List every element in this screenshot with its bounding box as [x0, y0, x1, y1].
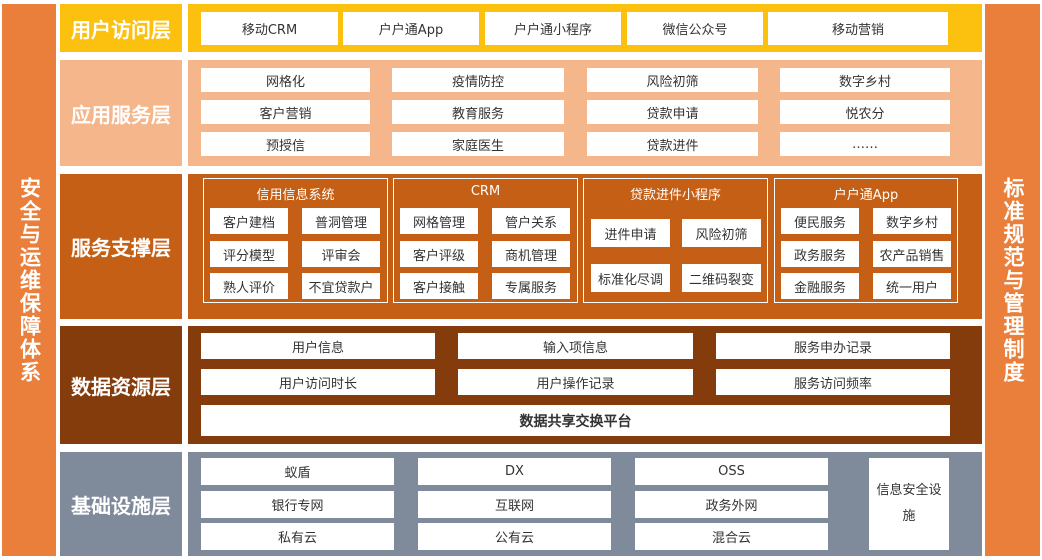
ss-g1-item-1: 管户关系	[492, 208, 570, 234]
service-support-layer-label: 服务支撑层	[60, 174, 182, 319]
ss-g3-item-2: 政务服务	[781, 241, 859, 267]
as-item-11: ……	[780, 132, 950, 156]
as-item-0: 网格化	[201, 68, 370, 92]
ss-g0-item-4: 熟人评价	[210, 273, 288, 299]
as-item-10: 贷款进件	[587, 132, 758, 156]
group-crm	[393, 178, 578, 303]
inf-item-0: 蚁盾	[201, 458, 394, 485]
user-access-layer-label: 用户访问层	[60, 4, 182, 52]
ua-item-4: 移动营销	[768, 12, 948, 45]
group-huhutong-app-title: 户户通App	[833, 188, 899, 203]
inf-item-6: 私有云	[201, 523, 394, 550]
ss-g1-item-3: 商机管理	[492, 241, 570, 267]
ss-g3-item-4: 金融服务	[781, 273, 859, 299]
as-item-5: 教育服务	[392, 100, 564, 124]
group-credit-info	[203, 178, 388, 303]
ss-g3-item-1: 数字乡村	[873, 208, 951, 234]
inf-item-2: OSS	[635, 458, 828, 485]
ss-g0-item-0: 客户建档	[210, 208, 288, 234]
data-sharing-platform: 数据共享交换平台	[201, 405, 950, 436]
dr-item-5: 服务访问频率	[716, 369, 950, 395]
group-loan-miniprogram	[583, 178, 768, 303]
inf-item-1: DX	[418, 458, 611, 485]
dr-item-0: 用户信息	[201, 333, 435, 359]
inf-item-4: 互联网	[418, 491, 611, 518]
standards-pillar: 标准规范与管理制度	[985, 4, 1040, 556]
group-loan-miniprogram-title: 贷款进件小程序	[629, 188, 721, 203]
ss-g3-item-5: 统一用户	[873, 273, 951, 299]
as-item-7: 悦农分	[780, 100, 950, 124]
inf-item-5: 政务外网	[635, 491, 828, 518]
as-item-1: 疫情防控	[392, 68, 564, 92]
ua-item-2: 户户通小程序	[485, 12, 621, 45]
ss-g0-item-3: 评审会	[302, 241, 380, 267]
as-item-3: 数字乡村	[780, 68, 950, 92]
security-ops-label: 安全与运维保障体系	[17, 176, 42, 384]
standards-label: 标准规范与管理制度	[1001, 176, 1025, 384]
security-ops-pillar: 安全与运维保障体系	[2, 4, 56, 556]
as-item-8: 预授信	[201, 132, 370, 156]
ss-g0-item-2: 评分模型	[210, 241, 288, 267]
inf-item-8: 混合云	[635, 523, 828, 550]
ss-g0-item-1: 普洞管理	[302, 208, 380, 234]
ua-item-1: 户户通App	[343, 12, 479, 45]
ss-g1-item-2: 客户评级	[400, 241, 478, 267]
group-credit-info-title: 信用信息系统	[256, 188, 335, 203]
ss-g2-item-1: 风险初筛	[682, 219, 761, 247]
ss-g1-item-5: 专属服务	[492, 273, 570, 299]
ss-g2-item-2: 标准化尽调	[591, 264, 670, 292]
app-service-layer-label: 应用服务层	[60, 60, 182, 166]
as-item-6: 贷款申请	[587, 100, 758, 124]
inf-item-7: 公有云	[418, 523, 611, 550]
info-security-facility: 信息安全设施	[869, 458, 949, 550]
infrastructure-layer-label: 基础设施层	[60, 452, 182, 556]
ss-g2-item-0: 进件申请	[591, 219, 670, 247]
ss-g3-item-3: 农产品销售	[873, 241, 951, 267]
as-item-9: 家庭医生	[392, 132, 564, 156]
ss-g1-item-4: 客户接触	[400, 273, 478, 299]
as-item-4: 客户营销	[201, 100, 370, 124]
dr-item-3: 用户访问时长	[201, 369, 435, 395]
group-huhutong-app	[774, 178, 958, 303]
ua-item-0: 移动CRM	[201, 12, 338, 45]
dr-item-1: 输入项信息	[458, 333, 693, 359]
inf-item-3: 银行专网	[201, 491, 394, 518]
ss-g1-item-0: 网格管理	[400, 208, 478, 234]
as-item-2: 风险初筛	[587, 68, 758, 92]
ss-g0-item-5: 不宜贷款户	[302, 273, 380, 299]
ss-g2-item-3: 二维码裂变	[682, 264, 761, 292]
ua-item-3: 微信公众号	[627, 12, 763, 45]
group-crm-title: CRM	[470, 184, 501, 199]
ss-g3-item-0: 便民服务	[781, 208, 859, 234]
data-resource-layer-label: 数据资源层	[60, 326, 182, 444]
dr-item-4: 用户操作记录	[458, 369, 693, 395]
dr-item-2: 服务申办记录	[716, 333, 950, 359]
